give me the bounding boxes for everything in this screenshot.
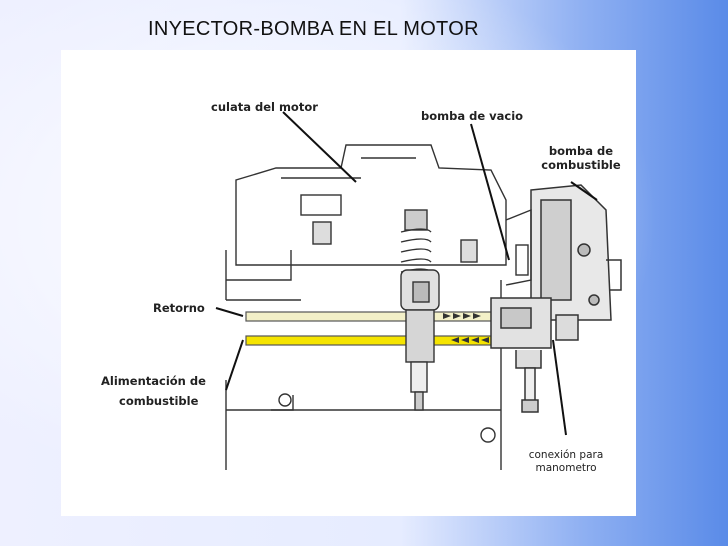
label-alimentacion-1: Alimentación de: [101, 374, 206, 388]
label-culata: culata del motor: [211, 100, 318, 114]
vacuum-pump: [505, 208, 532, 286]
label-retorno: Retorno: [153, 301, 205, 315]
leader-lines: [215, 111, 598, 436]
label-bomba-combustible-1: bomba de: [548, 144, 614, 158]
label-alimentacion-2: combustible: [119, 394, 199, 408]
bolt-left: [312, 221, 332, 245]
label-conexion-2: manometro: [535, 462, 597, 474]
bolt-right: [460, 239, 478, 263]
engine-diagram: culata del motor bomba de vacio bomba de…: [61, 50, 636, 516]
fuel-pump: [490, 184, 622, 413]
slide-title: INYECTOR-BOMBA EN EL MOTOR: [148, 18, 479, 40]
engine-block: [225, 250, 502, 470]
injector: [400, 209, 440, 411]
return-line: [245, 311, 502, 322]
label-bomba-vacio: bomba de vacio: [421, 109, 524, 123]
flow-arrows: [443, 313, 489, 343]
label-bomba-combustible-2: combustible: [541, 158, 621, 172]
label-conexion-1: conexión para: [528, 449, 604, 461]
diagram-drawing: [215, 111, 622, 470]
cylinder-head: [235, 144, 507, 266]
